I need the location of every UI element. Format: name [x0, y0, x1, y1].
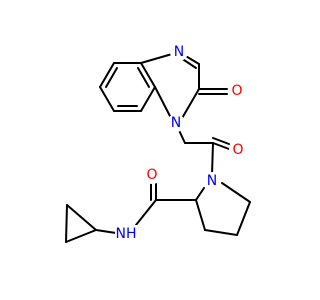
atom-label-o-acyl: O: [232, 142, 243, 158]
atom-label-o-ring: O: [231, 83, 242, 99]
atom-n-pyrrolidine: N: [203, 172, 221, 190]
atom-nh-amide: NH: [115, 225, 138, 242]
atom-n-top: N: [170, 43, 188, 61]
atom-label-o-amide: O: [146, 167, 157, 183]
atom-label-layer: N N O O N O NH: [115, 43, 247, 242]
atom-label-n-top: N: [174, 44, 184, 60]
atom-n-ring: N: [167, 114, 185, 132]
atom-o-ring: O: [228, 82, 246, 100]
atom-label-n-pyrrolidine: N: [207, 173, 217, 189]
molecule-structure: N N O O N O NH: [65, 43, 251, 243]
atom-o-amide: O: [143, 166, 161, 184]
bond-layer: [65, 51, 251, 243]
atom-label-n-ring: N: [171, 115, 181, 131]
atom-o-acyl: O: [229, 141, 247, 159]
atom-label-nh-amide: NH: [116, 226, 137, 242]
